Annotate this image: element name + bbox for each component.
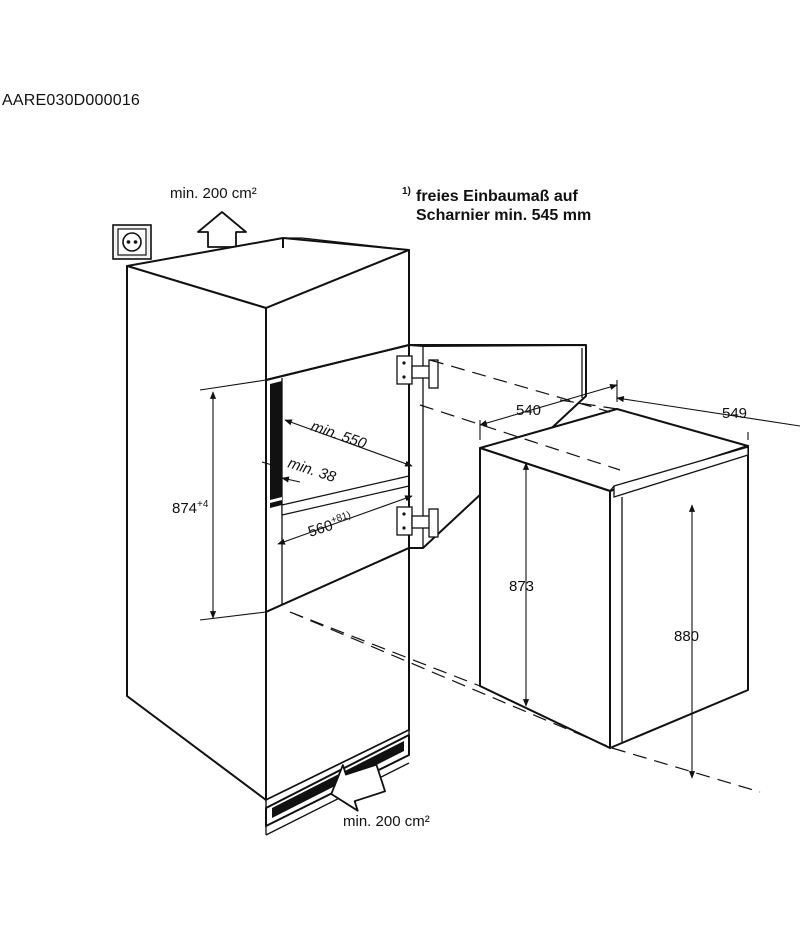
dimension-lines <box>199 379 800 779</box>
upper-hinge-icon <box>396 355 439 389</box>
footnote-line-1: freies Einbaumaß auf <box>416 188 578 205</box>
niche-depth-label: min. 550 <box>309 418 370 453</box>
appliance-width-label: 549 <box>722 405 747 422</box>
niche-gap-label: min. 38 <box>286 455 339 487</box>
niche-height-label: 874+4 <box>172 499 209 517</box>
appliance-body-height-label: 873 <box>509 578 534 595</box>
top-ventilation-label: min. 200 cm² <box>170 185 257 202</box>
kitchen-cabinet <box>126 237 410 836</box>
niche-width-label: 560+81) <box>306 510 355 541</box>
appliance-total-height-label: 880 <box>674 628 699 645</box>
appliance-depth-label: 540 <box>516 402 541 419</box>
footnote-marker: 1) <box>402 186 411 197</box>
niche-width-value: 560 <box>306 517 335 541</box>
niche-height-tolerance: +4 <box>197 499 209 510</box>
bottom-ventilation-label: min. 200 cm² <box>343 813 430 830</box>
niche-width-tolerance: +8 <box>329 512 344 526</box>
air-inlet-arrow-icon <box>330 763 386 812</box>
footnote-line-2: Scharnier min. 545 mm <box>416 207 591 224</box>
power-socket-icon <box>112 224 152 260</box>
niche-height-value: 874 <box>172 500 197 517</box>
air-outlet-arrow-icon <box>197 211 247 248</box>
drawing-code: AARE030D000016 <box>2 92 141 109</box>
niche-width-footnote-ref: 1) <box>340 510 352 523</box>
